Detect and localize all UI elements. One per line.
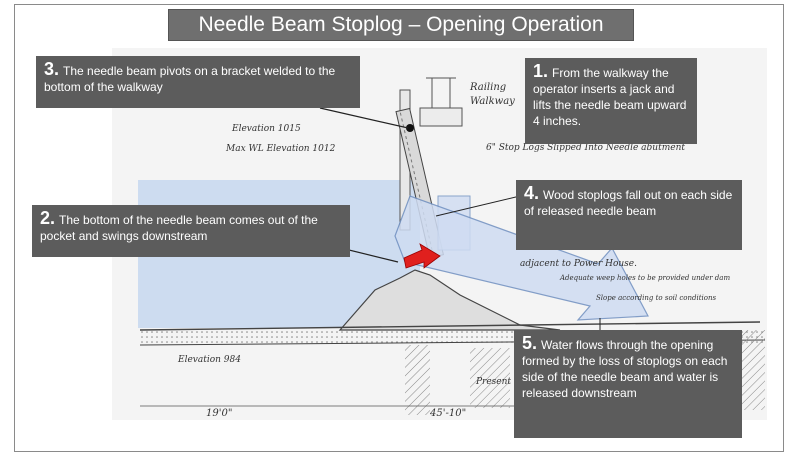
label-max-wl: Max WL Elevation 1012 bbox=[225, 144, 336, 154]
label-walkway: Walkway bbox=[470, 96, 515, 107]
leader-line-3 bbox=[319, 107, 409, 129]
label-holes-note: Adequate weep holes to be provided under… bbox=[559, 274, 730, 282]
callout-2-text: The bottom of the needle beam comes out … bbox=[40, 213, 318, 243]
label-elevation-top: Elevation 1015 bbox=[231, 124, 301, 134]
callout-4-number: 4. bbox=[524, 183, 540, 203]
walkway-deck bbox=[419, 107, 463, 127]
callout-5-number: 5. bbox=[522, 333, 538, 353]
callout-1-text: From the walkway the operator inserts a … bbox=[533, 66, 687, 128]
callout-5-text: Water flows through the opening formed b… bbox=[522, 338, 728, 400]
flow-arrow bbox=[394, 195, 649, 321]
base-slab bbox=[139, 321, 761, 331]
label-present: Present bbox=[475, 377, 511, 387]
callout-1: 1.From the walkway the operator inserts … bbox=[525, 58, 697, 144]
label-railing: Railing bbox=[469, 82, 506, 93]
callout-3: 3.The needle beam pivots on a bracket we… bbox=[36, 56, 360, 108]
hatched-wall-center bbox=[470, 348, 510, 408]
red-arrow bbox=[403, 243, 441, 269]
callout-3-number: 3. bbox=[44, 59, 60, 79]
callout-3-text: The needle beam pivots on a bracket weld… bbox=[44, 64, 336, 94]
label-dim-right: 45'-10" bbox=[429, 408, 466, 419]
label-stoplogs-note: 6" Stop Logs Slipped Into Needle abutmen… bbox=[486, 143, 685, 153]
label-elevation-bottom: Elevation 984 bbox=[177, 355, 241, 365]
callout-2: 2.The bottom of the needle beam comes ou… bbox=[32, 205, 350, 257]
callout-2-number: 2. bbox=[40, 208, 56, 228]
slide-title: Needle Beam Stoplog – Opening Operation bbox=[168, 9, 634, 41]
callout-4-text: Wood stoplogs fall out on each side of r… bbox=[524, 188, 733, 218]
hatched-wall-mid bbox=[405, 345, 430, 415]
spillway-crest bbox=[338, 269, 561, 331]
label-slope-note: Slope according to soil conditions bbox=[596, 294, 717, 302]
callout-4: 4.Wood stoplogs fall out on each side of… bbox=[516, 180, 742, 250]
label-dim-left: 19'0" bbox=[206, 408, 232, 419]
pivot-point bbox=[406, 124, 414, 132]
label-power-house: adjacent to Power House. bbox=[520, 259, 637, 269]
callout-1-number: 1. bbox=[533, 61, 549, 81]
callout-5: 5.Water flows through the opening formed… bbox=[514, 330, 742, 438]
leader-line-4 bbox=[435, 195, 521, 217]
